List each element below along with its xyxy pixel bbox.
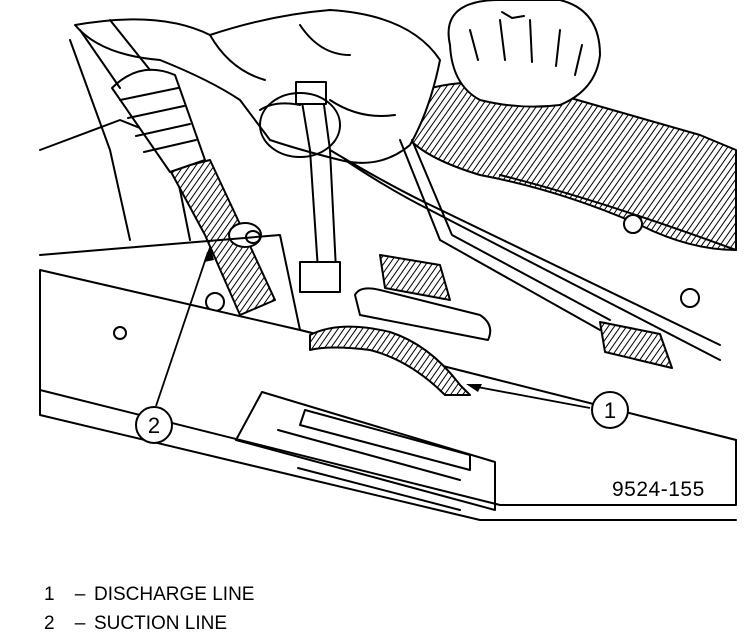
bolt-right-cover — [623, 214, 643, 234]
oil-filler-cap — [447, 0, 601, 108]
bolt-far-right — [680, 288, 700, 308]
suction-hose-upper — [79, 19, 151, 89]
left-fender-edge — [69, 39, 131, 241]
callout-2: 2 — [135, 245, 214, 444]
tube-connector-right — [599, 321, 673, 369]
callout-2-arrowhead — [204, 245, 214, 262]
cap-top-detail — [501, 11, 525, 19]
figure-id-label: 9524-155 — [612, 478, 705, 501]
discharge-fitting-ring — [259, 92, 341, 158]
callout-1: 1 — [466, 384, 629, 429]
callout-1-circle — [591, 391, 629, 429]
legend-item-1: 1–DISCHARGE LINE — [44, 580, 254, 609]
plenum-emblem — [113, 326, 127, 340]
callout-2-circle — [135, 406, 173, 444]
vacuum-tube-3 — [399, 139, 601, 331]
legend-item-2: 2–SUCTION LINE — [44, 609, 254, 638]
legend-item-number: 2 — [44, 613, 55, 634]
technician-hand — [74, 9, 441, 164]
discharge-line-upper-pipe — [354, 287, 492, 341]
callout-2-leader — [155, 251, 209, 407]
callout-1-leader — [471, 385, 591, 409]
tube-connector — [379, 254, 451, 301]
suction-line-hose — [169, 159, 276, 316]
callout-1-arrowhead — [466, 384, 482, 392]
valve-cover-edge — [499, 174, 737, 251]
discharge-line-upper — [299, 89, 319, 271]
vacuum-tube-1 — [329, 149, 721, 346]
plenum-nameplate-inner-1 — [299, 409, 471, 471]
legend-item-separator: – — [74, 584, 86, 605]
intake-plenum-lower — [39, 389, 737, 521]
legend: 1–DISCHARGE LINE 2–SUCTION LINE — [44, 580, 254, 638]
legend-item-label: SUCTION LINE — [94, 613, 228, 634]
vacuum-tube-4 — [411, 139, 611, 321]
plenum-nameplate-inner-2 — [277, 429, 461, 481]
discharge-lower-fitting — [299, 261, 341, 293]
legend-item-number: 1 — [44, 584, 55, 605]
callout-2-number: 2 — [148, 413, 160, 438]
finger-creases — [209, 24, 396, 117]
callout-1-number: 1 — [604, 398, 616, 423]
plenum-nameplate — [235, 391, 496, 511]
legend-item-label: DISCHARGE LINE — [94, 584, 255, 605]
cap-ridges — [469, 19, 583, 76]
suction-fitting-ribs — [119, 87, 197, 153]
plenum-nameplate-inner-3 — [297, 467, 461, 511]
legend-item-separator: – — [74, 613, 86, 634]
engine-bay-illustration: 1 2 — [39, 0, 737, 521]
fitting-nut — [228, 222, 262, 248]
discharge-line-hose — [309, 325, 471, 396]
suction-fitting-ribbed — [111, 68, 206, 173]
